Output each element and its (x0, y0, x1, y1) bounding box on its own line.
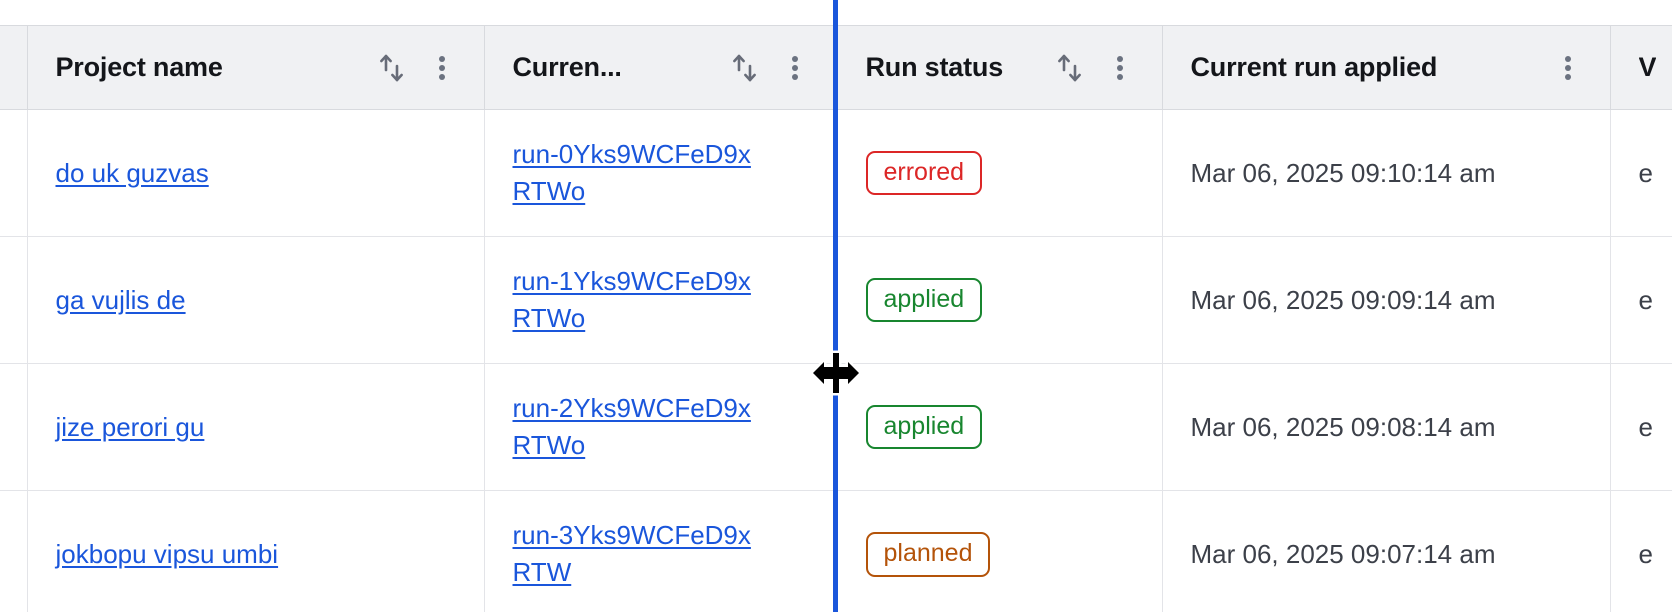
sort-icon[interactable] (725, 46, 765, 90)
partial-cell-text: e (1638, 538, 1653, 569)
kebab-dot (1116, 73, 1123, 80)
kebab-dot (1116, 55, 1123, 62)
current-run-applied-text: Mar 06, 2025 09:07:14 am (1190, 538, 1496, 569)
current-run-link[interactable]: run-3Yks9WCFeD9xRTW (512, 520, 751, 588)
kebab-dot (438, 64, 445, 71)
kebab-dot (1564, 55, 1571, 62)
partial-cell-text: e (1638, 157, 1653, 188)
project-name-link[interactable]: jokbopu vipsu umbi (55, 538, 279, 569)
cell-run-status: applied (837, 236, 1163, 364)
column-header-label-project-name: Project name (55, 52, 223, 82)
current-run-applied-text: Mar 06, 2025 09:09:14 am (1190, 284, 1496, 315)
column-header-select[interactable] (0, 25, 28, 110)
cell-run-status: planned (837, 490, 1163, 612)
cell-current-run-applied: Mar 06, 2025 09:07:14 am (1162, 490, 1611, 612)
cell-current-run: run-1Yks9WCFeD9xRTWo (484, 236, 838, 364)
row-select-cell[interactable] (0, 490, 28, 612)
current-run-applied-text: Mar 06, 2025 09:10:14 am (1190, 157, 1496, 188)
current-run-applied-text: Mar 06, 2025 09:08:14 am (1190, 411, 1496, 442)
kebab-dot (1116, 64, 1123, 71)
kebab-dot (791, 64, 798, 71)
current-run-link[interactable]: run-2Yks9WCFeD9xRTWo (512, 393, 751, 460)
table-row: do uk guzvas run-0Yks9WCFeD9xRTWo errore… (0, 109, 1672, 237)
column-header-current-run[interactable]: Curren... (484, 25, 838, 110)
status-badge: planned (865, 531, 991, 577)
project-name-link[interactable]: do uk guzvas (55, 157, 209, 188)
row-select-cell[interactable] (0, 363, 28, 491)
column-menu-icon[interactable] (1548, 46, 1588, 90)
column-header-run-status[interactable]: Run status (837, 25, 1163, 110)
cell-run-status: errored (837, 109, 1163, 237)
kebab-dot (1564, 73, 1571, 80)
cell-current-run-applied: Mar 06, 2025 09:08:14 am (1162, 363, 1611, 491)
kebab-dot (791, 55, 798, 62)
column-menu-icon[interactable] (422, 46, 462, 90)
column-menu-icon[interactable] (775, 46, 815, 90)
kebab-dot (1564, 64, 1571, 71)
column-header-label-run-status: Run status (865, 52, 1004, 82)
current-run-link[interactable]: run-0Yks9WCFeD9xRTWo (512, 139, 751, 206)
kebab-dot (791, 73, 798, 80)
cell-run-status: applied (837, 363, 1163, 491)
column-header-label-partial: V (1638, 52, 1657, 82)
cell-partial: e (1610, 236, 1672, 364)
sort-icon[interactable] (372, 46, 412, 90)
project-name-link[interactable]: ga vujlis de (55, 284, 186, 315)
project-name-link[interactable]: jize perori gu (55, 411, 205, 442)
row-select-cell[interactable] (0, 236, 28, 364)
partial-cell-text: e (1638, 411, 1653, 442)
table-row: jokbopu vipsu umbi run-3Yks9WCFeD9xRTW p… (0, 490, 1672, 612)
cell-current-run-applied: Mar 06, 2025 09:09:14 am (1162, 236, 1611, 364)
kebab-dot (438, 55, 445, 62)
table-top-strip (0, 0, 1672, 25)
cell-current-run: run-2Yks9WCFeD9xRTWo (484, 363, 838, 491)
cell-project-name: ga vujlis de (27, 236, 485, 364)
cell-current-run-applied: Mar 06, 2025 09:10:14 am (1162, 109, 1611, 237)
cell-project-name: jokbopu vipsu umbi (27, 490, 485, 612)
projects-table: Project name (0, 25, 1672, 612)
cell-project-name: jize perori gu (27, 363, 485, 491)
cell-current-run: run-0Yks9WCFeD9xRTWo (484, 109, 838, 237)
table-body: do uk guzvas run-0Yks9WCFeD9xRTWo errore… (0, 109, 1672, 612)
column-header-label-current-run: Curren... (512, 52, 622, 82)
sort-icon[interactable] (1050, 46, 1090, 90)
status-badge: applied (865, 277, 983, 323)
column-menu-icon[interactable] (1100, 46, 1140, 90)
status-badge: errored (865, 150, 983, 196)
table-header: Project name (0, 25, 1672, 110)
kebab-dot (438, 73, 445, 80)
status-badge: applied (865, 404, 983, 450)
table-row: ga vujlis de run-1Yks9WCFeD9xRTWo applie… (0, 236, 1672, 364)
cell-project-name: do uk guzvas (27, 109, 485, 237)
column-header-project-name[interactable]: Project name (27, 25, 485, 110)
column-header-label-current-run-applied: Current run applied (1190, 52, 1438, 82)
column-header-current-run-applied[interactable]: Current run applied (1162, 25, 1611, 110)
table-header-row: Project name (0, 25, 1672, 110)
row-select-cell[interactable] (0, 109, 28, 237)
cell-partial: e (1610, 490, 1672, 612)
table-row: jize perori gu run-2Yks9WCFeD9xRTWo appl… (0, 363, 1672, 491)
cell-partial: e (1610, 363, 1672, 491)
partial-cell-text: e (1638, 284, 1653, 315)
column-header-partial[interactable]: V (1610, 25, 1672, 110)
current-run-link[interactable]: run-1Yks9WCFeD9xRTWo (512, 266, 751, 333)
cell-current-run: run-3Yks9WCFeD9xRTW (484, 490, 838, 612)
cell-partial: e (1610, 109, 1672, 237)
